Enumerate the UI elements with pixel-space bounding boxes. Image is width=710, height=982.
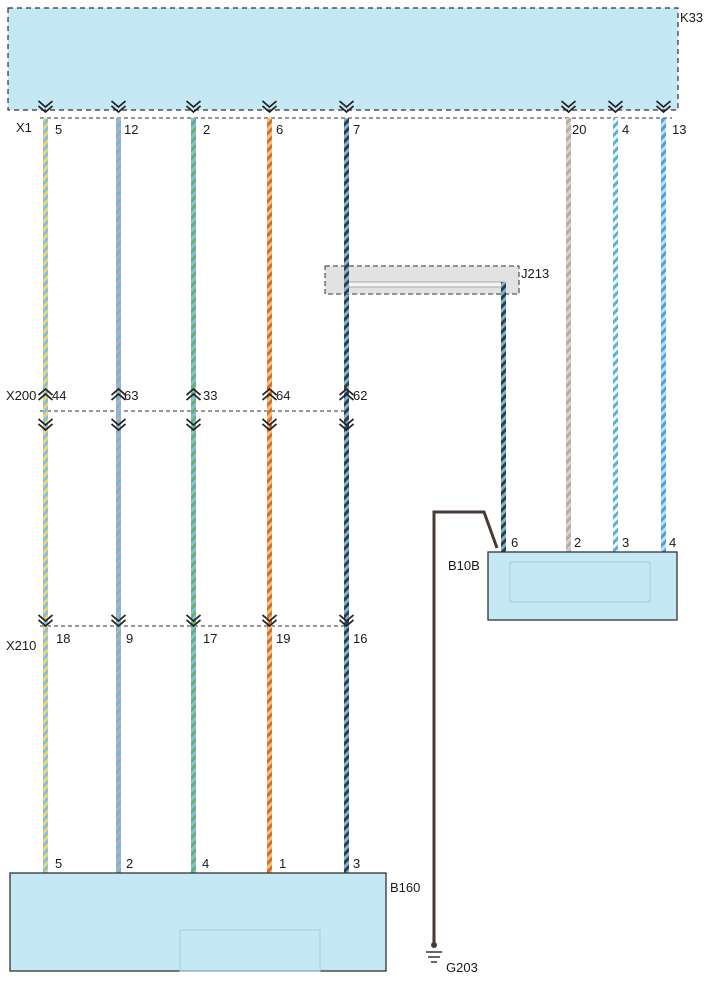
x200-chevron-bottom-3 bbox=[261, 418, 278, 432]
j213-label: J213 bbox=[521, 266, 549, 281]
ground-symbol-icon bbox=[426, 942, 442, 963]
b160-pin-w4: 1 bbox=[279, 856, 286, 871]
x1-chevron-0 bbox=[37, 100, 54, 114]
x200-chevron-top-1 bbox=[110, 387, 127, 401]
x1-pin-r1: 20 bbox=[572, 122, 586, 137]
j213-splice-box bbox=[324, 265, 520, 295]
b160-pin-w1: 5 bbox=[55, 856, 62, 871]
b10b-sensor-box bbox=[487, 551, 678, 621]
x1-pin-w4: 6 bbox=[276, 122, 283, 137]
x200-chevron-top-0 bbox=[37, 387, 54, 401]
b10b-pin-r2: 3 bbox=[622, 535, 629, 550]
x200-label: X200 bbox=[6, 388, 36, 403]
x1-chevron-4 bbox=[338, 100, 355, 114]
x1-pin-w2: 12 bbox=[124, 122, 138, 137]
wire-r3 bbox=[661, 118, 666, 554]
x1-chevron-2 bbox=[185, 100, 202, 114]
x200-pin-w1: 44 bbox=[52, 388, 66, 403]
x210-pin-w5: 16 bbox=[353, 631, 367, 646]
x210-pin-w3: 17 bbox=[203, 631, 217, 646]
b10b-inner-outline bbox=[509, 561, 651, 603]
x1-pin-w3: 2 bbox=[203, 122, 210, 137]
b160-pin-w5: 3 bbox=[353, 856, 360, 871]
x200-chevron-bottom-0 bbox=[37, 418, 54, 432]
ground-wire bbox=[432, 510, 499, 945]
x1-chevron-1 bbox=[110, 100, 127, 114]
wire-r1 bbox=[566, 118, 571, 554]
x210-chevron-4 bbox=[338, 614, 355, 628]
j213-branch-wire bbox=[345, 281, 505, 288]
g203-label: G203 bbox=[446, 960, 478, 975]
x210-chevron-1 bbox=[110, 614, 127, 628]
x1-pin-r2: 4 bbox=[622, 122, 629, 137]
x1-chevron-7 bbox=[655, 100, 672, 114]
x200-pin-w5: 62 bbox=[353, 388, 367, 403]
x200-chevron-bottom-2 bbox=[185, 418, 202, 432]
x210-chevron-2 bbox=[185, 614, 202, 628]
x200-chevron-top-3 bbox=[261, 387, 278, 401]
b160-label: B160 bbox=[390, 880, 420, 895]
x200-chevron-bottom-4 bbox=[338, 418, 355, 432]
left-wires bbox=[43, 118, 349, 875]
b10b-pin-r1: 2 bbox=[574, 535, 581, 550]
wire-r2 bbox=[613, 118, 618, 554]
x1-label: X1 bbox=[16, 120, 32, 135]
x1-chevron-5 bbox=[560, 100, 577, 114]
b10b-pin-j: 6 bbox=[511, 535, 518, 550]
x200-chevron-top-2 bbox=[185, 387, 202, 401]
k33-label: K33 bbox=[680, 10, 703, 25]
b10b-pin-r3: 4 bbox=[669, 535, 676, 550]
x200-pin-w2: 63 bbox=[124, 388, 138, 403]
x1-pin-w1: 5 bbox=[55, 122, 62, 137]
b160-inner-outline bbox=[179, 929, 321, 972]
x210-pin-w1: 18 bbox=[56, 631, 70, 646]
x1-pin-w5: 7 bbox=[353, 122, 360, 137]
k33-module-box bbox=[7, 7, 679, 111]
wire-w1 bbox=[43, 118, 48, 875]
x210-pin-w2: 9 bbox=[126, 631, 133, 646]
b160-pin-w3: 4 bbox=[202, 856, 209, 871]
b10b-label: B10B bbox=[448, 558, 480, 573]
wire-w3 bbox=[191, 118, 196, 875]
x210-chevron-0 bbox=[37, 614, 54, 628]
x1-chevron-3 bbox=[261, 100, 278, 114]
j213-to-b10b-wire bbox=[501, 282, 506, 554]
x1-chevron-6 bbox=[607, 100, 624, 114]
x210-chevron-3 bbox=[261, 614, 278, 628]
x210-label: X210 bbox=[6, 638, 36, 653]
connector-chevrons bbox=[37, 100, 672, 628]
wire-w4 bbox=[267, 118, 272, 875]
x200-chevron-bottom-1 bbox=[110, 418, 127, 432]
wire-w2 bbox=[116, 118, 121, 875]
x1-pin-r3: 13 bbox=[672, 122, 686, 137]
b160-sensor-box bbox=[9, 872, 387, 972]
x210-pin-w4: 19 bbox=[276, 631, 290, 646]
wire-w5 bbox=[344, 118, 349, 875]
x200-pin-w3: 33 bbox=[203, 388, 217, 403]
wire-w5-overlay bbox=[344, 266, 349, 294]
x200-chevron-top-4 bbox=[338, 387, 355, 401]
right-wires bbox=[566, 118, 666, 554]
b160-pin-w2: 2 bbox=[126, 856, 133, 871]
x200-pin-w4: 64 bbox=[276, 388, 290, 403]
